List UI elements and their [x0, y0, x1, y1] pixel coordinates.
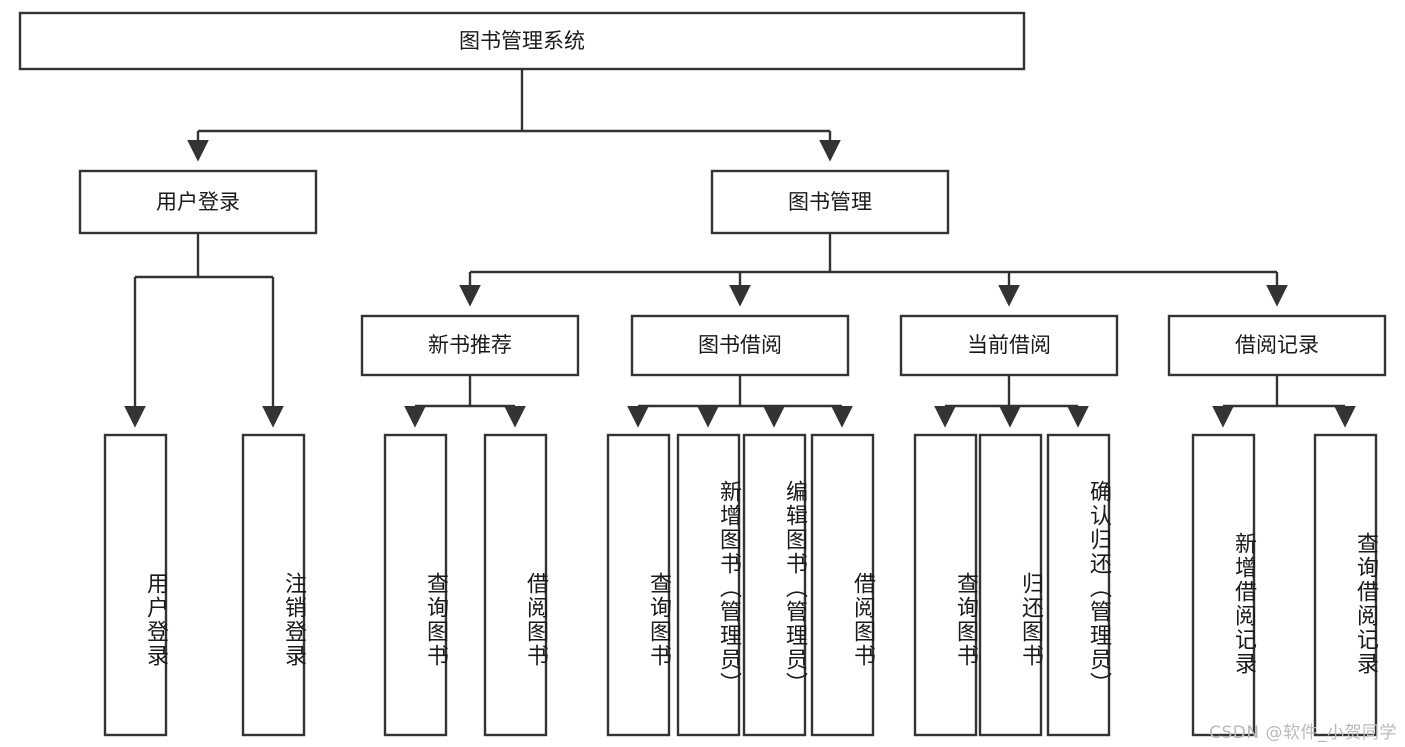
node-root-label: 图书管理系统 — [459, 29, 585, 53]
connector-group-user-login — [124, 233, 284, 428]
node-user-login[interactable]: 用户登录 — [78, 169, 318, 235]
node-root[interactable]: 图书管理系统 — [18, 11, 1026, 71]
node-book-borrow-label: 图书借阅 — [698, 333, 782, 357]
node-leaf-6-box[interactable] — [676, 433, 741, 737]
node-user-login-label: 用户登录 — [156, 190, 240, 214]
node-leaf-3-box[interactable] — [383, 433, 448, 737]
connector-group-root — [187, 69, 841, 162]
node-new-book-recommend-box[interactable] — [360, 314, 580, 377]
connector-group-new-book-rec — [404, 375, 526, 428]
node-borrow-record[interactable]: 借阅记录 — [1167, 314, 1387, 377]
connector-group-book-mgmt — [459, 233, 1288, 307]
connector-group-book-borrow — [627, 375, 853, 428]
node-leaf-12-box[interactable] — [1191, 433, 1256, 737]
node-borrow-record-label: 借阅记录 — [1235, 333, 1319, 357]
node-new-book-recommend[interactable]: 新书推荐 — [360, 314, 580, 377]
node-leaf-13-box[interactable] — [1313, 433, 1378, 737]
node-book-management[interactable]: 图书管理 — [710, 169, 950, 235]
node-book-management-box[interactable] — [710, 169, 950, 235]
connector-group-current-borrow — [934, 375, 1089, 428]
node-leaf-11-box[interactable] — [1046, 433, 1111, 737]
node-leaf-10-box[interactable] — [978, 433, 1043, 737]
node-book-borrow-box[interactable] — [630, 314, 850, 377]
node-book-management-label: 图书管理 — [788, 190, 872, 214]
node-current-borrow[interactable]: 当前借阅 — [899, 314, 1119, 377]
node-leaf-9-box[interactable] — [913, 433, 978, 737]
node-book-borrow[interactable]: 图书借阅 — [630, 314, 850, 377]
connector-group-borrow-record — [1212, 375, 1356, 428]
node-root-box[interactable] — [18, 11, 1026, 71]
node-current-borrow-label: 当前借阅 — [967, 333, 1051, 357]
node-leaf-5-box[interactable] — [606, 433, 671, 737]
node-new-book-recommend-label: 新书推荐 — [428, 333, 512, 357]
node-user-login-box[interactable] — [78, 169, 318, 235]
node-leaf-1-box[interactable] — [103, 433, 168, 737]
node-leaf-2-box[interactable] — [241, 433, 306, 737]
node-borrow-record-box[interactable] — [1167, 314, 1387, 377]
csdn-watermark: CSDN @软件_小贺同学 — [1209, 723, 1397, 743]
node-leaf-7-box[interactable] — [742, 433, 807, 737]
node-leaf-8-box[interactable] — [810, 433, 875, 737]
node-leaf-4-box[interactable] — [483, 433, 548, 737]
node-current-borrow-box[interactable] — [899, 314, 1119, 377]
leaf-boxes — [103, 433, 1378, 737]
